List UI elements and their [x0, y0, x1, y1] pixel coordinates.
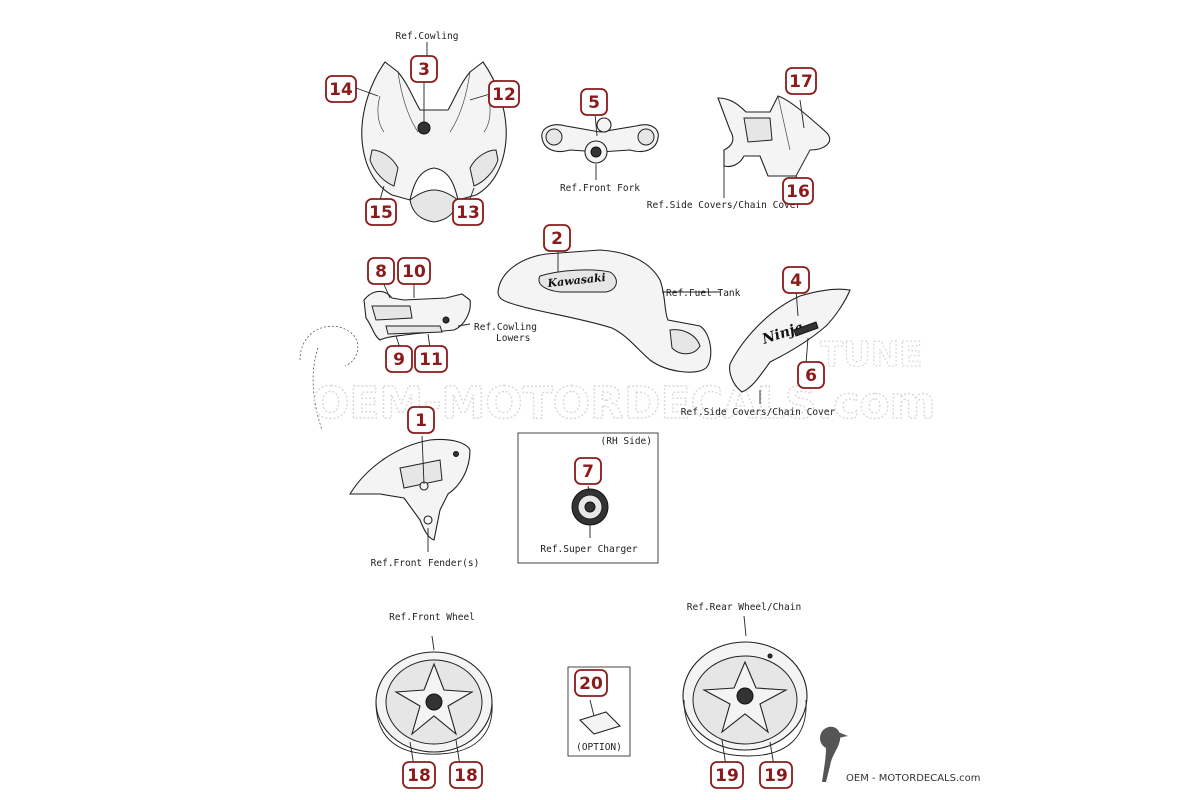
cowling-lower	[363, 279, 471, 349]
callout-8: 8	[367, 257, 395, 285]
seat-cowl	[717, 95, 831, 181]
callout-5: 5	[580, 88, 608, 116]
svg-text:8: 8	[375, 262, 387, 282]
svg-text:15: 15	[369, 203, 393, 223]
callout-12: 12	[488, 80, 520, 108]
bird-logo-icon	[820, 726, 848, 782]
rear-wheel	[682, 615, 808, 767]
front-fender	[349, 435, 471, 552]
watermark-text: OEM-MOTORDECALS.com	[312, 378, 936, 429]
ref-rear-wheel: Ref.Rear Wheel/Chain	[687, 602, 801, 613]
svg-text:10: 10	[402, 262, 426, 282]
ref-fuel-tank: Ref.Fuel Tank	[666, 288, 741, 299]
callout-9: 9	[385, 345, 413, 373]
callout-15: 15	[365, 198, 397, 226]
callout-16: 16	[782, 177, 814, 205]
svg-text:9: 9	[393, 350, 405, 370]
top-triple-clamp	[541, 113, 659, 180]
svg-text:1: 1	[415, 411, 427, 431]
front-wheel	[375, 635, 493, 767]
upper-cowling	[355, 61, 507, 223]
callout-4: 4	[782, 266, 810, 294]
svg-text:17: 17	[789, 72, 813, 92]
option-label: (OPTION)	[576, 742, 622, 753]
svg-text:20: 20	[579, 674, 603, 694]
callout-18-right: 18	[449, 761, 483, 789]
ref-super-charger: Ref.Super Charger	[540, 544, 638, 555]
callout-2: 2	[543, 224, 571, 252]
svg-text:5: 5	[588, 93, 600, 113]
svg-text:6: 6	[805, 366, 817, 386]
svg-text:12: 12	[492, 85, 516, 105]
svg-text:18: 18	[407, 766, 431, 786]
svg-text:11: 11	[419, 350, 443, 370]
watermark: OEM-MOTORDECALS.com TUNE	[299, 325, 936, 431]
rh-side-label: (RH Side)	[601, 436, 652, 447]
svg-text:7: 7	[582, 462, 594, 482]
svg-text:3: 3	[418, 60, 430, 80]
watermark-side-text: TUNE	[820, 335, 922, 375]
callout-14: 14	[325, 75, 357, 103]
kawasaki-decal-text: Kawasaki	[546, 271, 606, 290]
callout-6: 6	[797, 361, 825, 389]
ref-front-fender: Ref.Front Fender(s)	[371, 558, 480, 569]
svg-text:2: 2	[551, 229, 563, 249]
ref-cowling: Ref.Cowling	[396, 31, 459, 42]
ref-side-covers-top: Ref.Side Covers/Chain Cover	[647, 200, 802, 211]
svg-text:19: 19	[715, 766, 739, 786]
callout-13: 13	[452, 198, 484, 226]
callout-17: 17	[785, 67, 817, 95]
callouts: 3 14 12 15 13 5 17 16 2 8 10 9 11 4 6 1 …	[325, 55, 825, 789]
callout-1: 1	[407, 406, 435, 434]
svg-text:18: 18	[454, 766, 478, 786]
svg-text:4: 4	[790, 271, 802, 291]
callout-10: 10	[397, 257, 431, 285]
ref-side-covers-mid: Ref.Side Covers/Chain Cover	[681, 407, 836, 418]
callout-11: 11	[414, 345, 448, 373]
super-charger-box: (RH Side) Ref.Super Charger	[517, 432, 659, 564]
side-cover: Ninja	[729, 288, 851, 404]
callout-20: 20	[574, 669, 608, 697]
ref-front-wheel: Ref.Front Wheel	[389, 612, 475, 623]
callout-3: 3	[410, 55, 438, 83]
ref-cowling-lowers-1: Ref.Cowling	[474, 322, 537, 333]
callout-19-right: 19	[759, 761, 793, 789]
footer-brand-text: OEM - MOTORDECALS.com	[846, 773, 981, 784]
callout-19-left: 19	[710, 761, 744, 789]
fuel-tank: Kawasaki	[497, 249, 720, 373]
svg-text:16: 16	[786, 182, 810, 202]
callout-7: 7	[574, 457, 602, 485]
footer-logo: OEM - MOTORDECALS.com	[820, 726, 981, 784]
svg-text:14: 14	[329, 80, 353, 100]
option-box: (OPTION)	[567, 666, 631, 757]
ref-front-fork: Ref.Front Fork	[560, 183, 640, 194]
svg-text:19: 19	[764, 766, 788, 786]
ref-cowling-lowers-2: Lowers	[496, 333, 530, 344]
svg-text:13: 13	[456, 203, 480, 223]
callout-18-left: 18	[402, 761, 436, 789]
